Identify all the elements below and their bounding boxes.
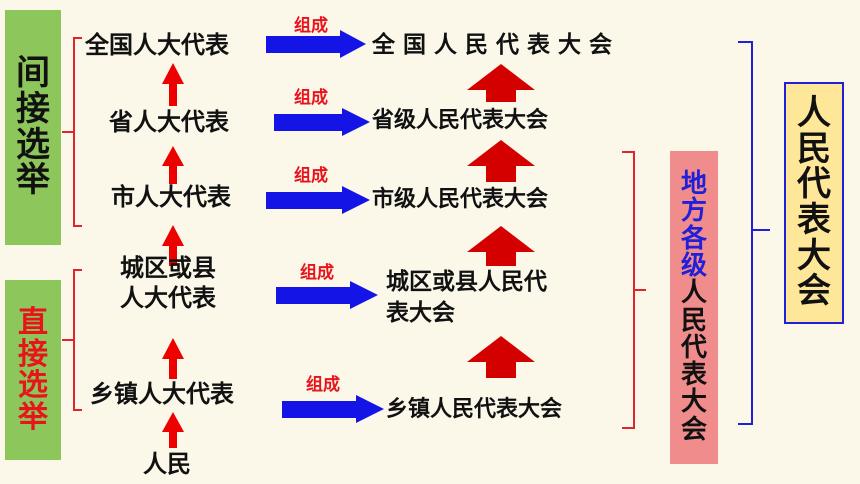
compose-label-county: 组成 <box>300 263 334 283</box>
up-arrow-people <box>162 412 184 448</box>
node-provincial-congress: 省级人民代表大会 <box>372 108 549 133</box>
compose-arrow-county <box>276 281 378 309</box>
big-up-arrow-4 <box>467 336 535 378</box>
compose-arrow-city <box>266 186 370 214</box>
local-congresses-box: 地 方 各 级 人 民 代 表 大 会 <box>670 151 718 464</box>
big-up-arrow-1 <box>467 64 535 102</box>
node-township-deputies: 乡镇人大代表 <box>90 380 234 408</box>
compose-label-national: 组成 <box>294 16 328 36</box>
compose-arrow-township <box>282 395 384 423</box>
compose-label-city: 组成 <box>294 166 328 186</box>
compose-label-provincial: 组成 <box>294 88 328 108</box>
node-county-congress-line2: 表大会 <box>386 300 455 326</box>
compose-arrow-national <box>266 30 366 58</box>
indirect-election-label: 间 接 选 举 <box>5 10 61 245</box>
node-city-deputies: 市人大代表 <box>111 183 231 211</box>
peoples-congress-box: 人 民 代 表 大 会 <box>784 82 844 324</box>
local-bracket <box>622 151 646 429</box>
up-arrow-township <box>162 338 184 379</box>
node-county-deputies-line1: 城区或县 <box>120 254 216 282</box>
big-up-arrow-2 <box>467 140 535 182</box>
direct-election-label: 直 接 选 举 <box>5 280 61 460</box>
node-city-congress: 市级人民代表大会 <box>372 187 549 212</box>
direct-bracket <box>62 269 82 411</box>
up-arrow-provincial <box>162 63 184 106</box>
node-provincial-deputies: 省人大代表 <box>109 108 229 136</box>
big-up-arrow-3 <box>467 226 535 266</box>
node-people: 人民 <box>143 450 191 478</box>
up-arrow-city <box>162 146 184 184</box>
node-county-deputies-line2: 人大代表 <box>120 284 216 312</box>
node-county-congress-line1: 城区或县人民代 <box>386 269 547 295</box>
npc-bracket <box>738 41 770 425</box>
up-arrow-county <box>162 225 184 266</box>
compose-label-township: 组成 <box>306 375 340 395</box>
node-national-deputies: 全国人大代表 <box>85 31 229 59</box>
node-township-congress: 乡镇人民代表大会 <box>386 397 563 422</box>
indirect-bracket <box>62 37 82 227</box>
compose-arrow-provincial <box>274 108 370 136</box>
node-npc: 全 国 人 民 代 表 大 会 <box>372 32 613 58</box>
